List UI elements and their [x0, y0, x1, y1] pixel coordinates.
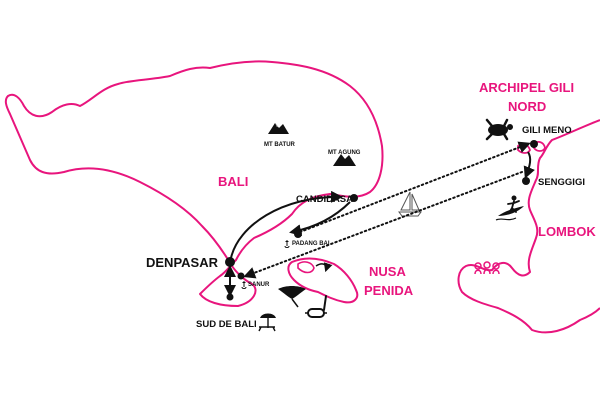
region-label-bali: BALI: [218, 174, 248, 189]
route-nusa-loop: [315, 262, 333, 273]
place-label-senggigi: SENGGIGI: [538, 177, 585, 188]
route-candidasa-padang-bai: [289, 201, 351, 237]
stop-marker-padang-bai: [294, 230, 302, 238]
bali-island-outline: [4, 60, 384, 307]
region-label-nusa-line2: PENIDA: [364, 283, 414, 298]
snorkel-mask-icon: [305, 295, 327, 318]
region-label-gili-line1: ARCHIPEL GILI: [479, 80, 574, 95]
route-gili-meno-senggigi: [523, 151, 535, 179]
region-label-nusa-line1: NUSA: [369, 264, 406, 279]
place-label-padang-bai: PADANG BAI: [292, 241, 330, 247]
nusa-islet-outline: [297, 261, 315, 274]
place-label-sanur: SANUR: [248, 282, 270, 288]
lombok-coast-outline: [457, 119, 600, 334]
turtle-icon: [485, 118, 513, 141]
anchor-icon: [241, 281, 247, 289]
place-label-mt-batur: MT BATUR: [264, 142, 296, 148]
sailboat-icon: [398, 191, 422, 217]
stop-marker-candidasa: [350, 194, 358, 202]
route-senggigi-sanur: [243, 171, 523, 279]
surfer-icon: [495, 195, 524, 221]
place-label-sud-de-bali: SUD DE BALI: [196, 319, 257, 330]
stop-marker-denpasar: [225, 257, 235, 267]
place-label-gili-meno: GILI MENO: [522, 125, 572, 136]
mountain-icon: [268, 123, 289, 134]
beach-umbrella-icon: [258, 313, 276, 332]
stop-marker-sanur: [237, 272, 245, 280]
stop-marker-senggigi: [522, 177, 530, 185]
region-label-gili-line2: NORD: [508, 99, 546, 114]
stop-marker-sud-de-bali: [226, 293, 234, 301]
manta-ray-icon: [278, 286, 306, 308]
route-denpasar-candidasa: [230, 190, 343, 259]
family-icon: [474, 261, 500, 275]
place-label-mt-agung: MT AGUNG: [328, 150, 361, 156]
nusa-penida-outline: [287, 257, 359, 304]
stop-marker-gili-meno: [530, 140, 538, 148]
region-label-lombok: LOMBOK: [538, 224, 596, 239]
place-label-candidasa: CANDIDASA: [296, 194, 353, 205]
mountain-icon: [333, 154, 356, 166]
place-label-denpasar: DENPASAR: [146, 255, 219, 270]
anchor-icon: [284, 240, 290, 248]
route-padang-bai-gili-meno: [299, 141, 531, 233]
